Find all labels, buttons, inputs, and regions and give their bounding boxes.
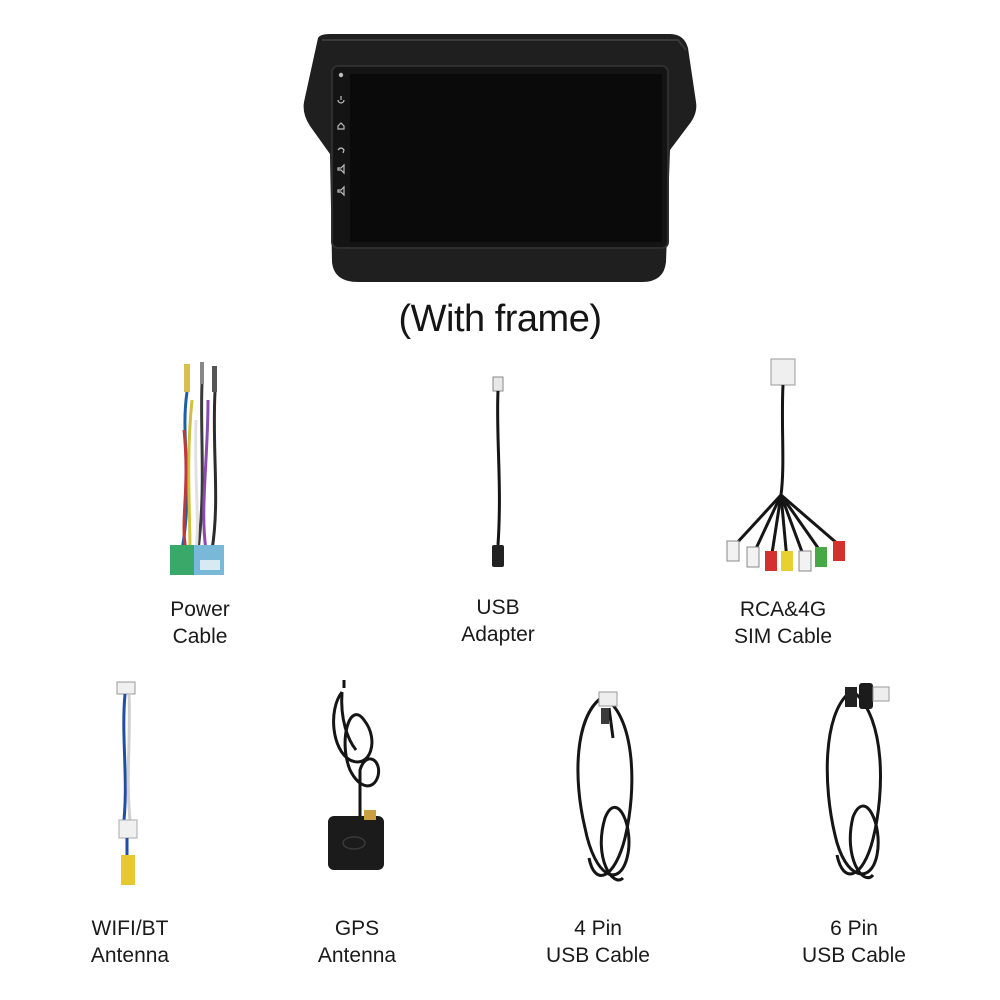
power-cable-caption: Power Cable	[120, 596, 280, 650]
headline: (With frame)	[398, 298, 603, 340]
power-cable-image	[170, 362, 224, 575]
usb-adapter-line2: Adapter	[461, 623, 535, 646]
wifi-bt-antenna-line2: Antenna	[90, 944, 170, 967]
4pin-usb-cable-line2: USB Cable	[546, 944, 650, 967]
6pin-usb-cable-caption: 6 Pin USB Cable	[774, 915, 934, 969]
gps-antenna-image	[328, 680, 384, 870]
6pin-usb-cable-line1: 6 Pin	[830, 917, 878, 940]
wifi-bt-antenna-image	[116, 681, 138, 885]
rca-4g-sim-cable-image	[726, 358, 845, 572]
usb-adapter-image	[492, 376, 504, 567]
home-icon	[337, 122, 345, 130]
4pin-usb-cable-caption: 4 Pin USB Cable	[518, 915, 678, 969]
usb-adapter-line1: USB	[476, 596, 520, 619]
6pin-usb-cable-image	[825, 683, 890, 879]
head-unit-image	[303, 34, 697, 282]
power-cable-line1: Power	[170, 598, 230, 621]
rca-4g-sim-cable-line2: SIM Cable	[733, 625, 833, 648]
volume-up-icon	[337, 163, 345, 175]
back-icon	[337, 147, 345, 154]
mic-icon	[338, 72, 344, 78]
volume-down-icon	[337, 185, 345, 197]
4pin-usb-cable-line1: 4 Pin	[574, 917, 622, 940]
power-cable-line2: Cable	[172, 625, 228, 648]
gps-antenna-line1: GPS	[334, 917, 380, 940]
6pin-usb-cable-line2: USB Cable	[802, 944, 906, 967]
usb-adapter-caption: USB Adapter	[418, 594, 578, 648]
gps-antenna-line2: Antenna	[317, 944, 397, 967]
rca-4g-sim-cable-line1: RCA&4G	[739, 598, 827, 621]
wifi-bt-antenna-line1: WIFI/BT	[91, 917, 169, 940]
side-buttons	[337, 72, 345, 197]
gps-antenna-caption: GPS Antenna	[277, 915, 437, 969]
head-unit-screen	[350, 74, 662, 242]
wifi-bt-antenna-caption: WIFI/BT Antenna	[50, 915, 210, 969]
power-icon	[337, 96, 345, 104]
rca-4g-sim-cable-caption: RCA&4G SIM Cable	[703, 596, 863, 650]
4pin-usb-cable-image	[576, 691, 634, 882]
